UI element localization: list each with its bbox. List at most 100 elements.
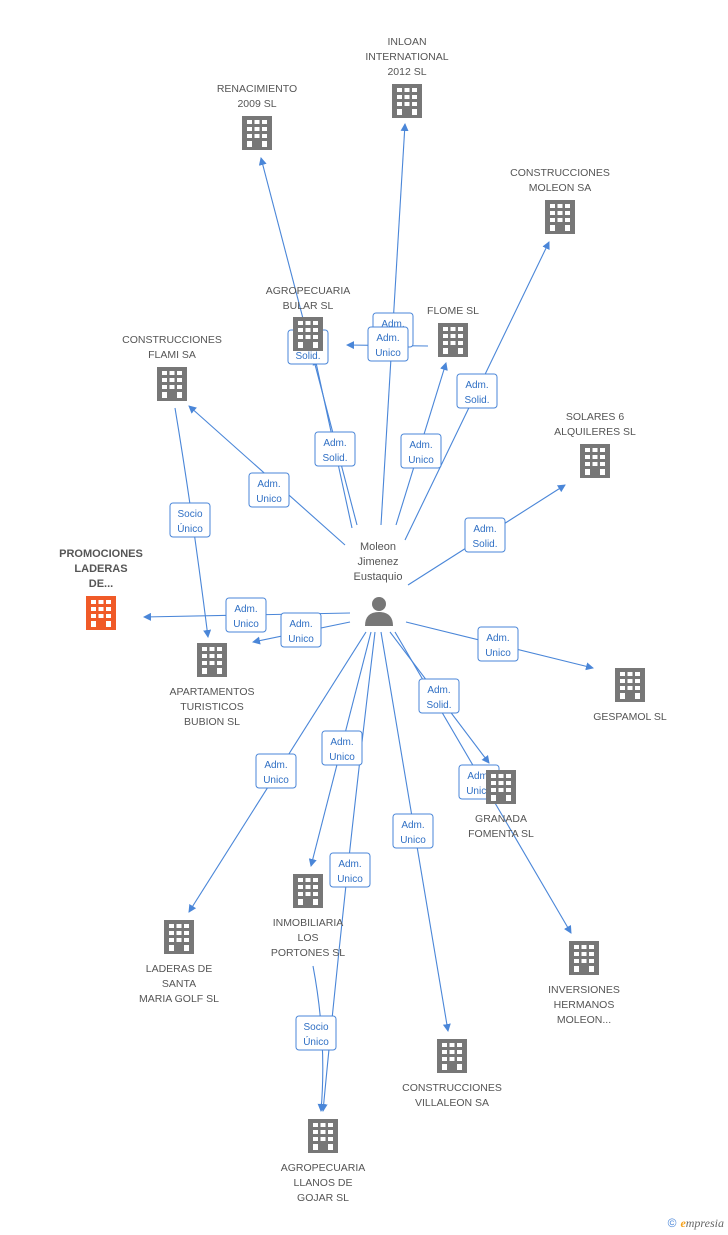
company-label: LLANOS DE — [294, 1177, 353, 1189]
company-label: 2009 SL — [237, 98, 276, 110]
building-icon — [242, 116, 272, 150]
relation-label-P-construcciones_moleon[interactable]: Adm.Solid. — [456, 373, 498, 409]
company-node-agropecuaria_bular[interactable]: AGROPECUARIA BULAR SL — [266, 285, 351, 351]
relation-label-text: Adm. — [401, 820, 424, 831]
company-label: ALQUILERES SL — [554, 426, 636, 438]
company-label: RENACIMIENTO — [217, 83, 297, 95]
relation-label-box — [418, 678, 460, 714]
relation-label-text: Unico — [375, 348, 401, 359]
relation-label-P-gespamol[interactable]: Adm.Unico — [477, 626, 519, 662]
company-label: GESPAMOL SL — [593, 711, 667, 723]
company-node-gespamol[interactable]: GESPAMOL SL — [593, 668, 667, 723]
company-label: CONSTRUCCIONES — [402, 1082, 502, 1094]
company-label: INVERSIONES — [548, 984, 620, 996]
company-node-inloan[interactable]: INLOAN INTERNATIONAL 2012 SL — [365, 36, 449, 118]
relation-label-P-granada_fomenta[interactable]: Adm.Solid. — [418, 678, 460, 714]
relation-label-box — [225, 597, 267, 633]
company-label: LOS — [297, 932, 318, 944]
relation-label-P-solares6[interactable]: Adm.Solid. — [464, 517, 506, 553]
company-label: MARIA GOLF SL — [139, 993, 219, 1005]
relation-label-P-promociones_laderas[interactable]: Adm.Unico — [225, 597, 267, 633]
company-label: 2012 SL — [387, 66, 426, 78]
relation-label-text: Socio — [303, 1022, 328, 1033]
relation-label-text: Adm. — [264, 760, 287, 771]
relation-label-box — [464, 517, 506, 553]
relation-label-text: Adm. — [338, 859, 361, 870]
company-label: AGROPECUARIA — [266, 285, 351, 297]
building-icon — [569, 941, 599, 975]
company-label: LADERAS — [74, 563, 127, 575]
company-label: PROMOCIONES — [59, 548, 143, 560]
company-node-inversiones_hermanos[interactable]: INVERSIONES HERMANOS MOLEON... — [548, 941, 620, 1026]
company-label: INTERNATIONAL — [365, 51, 448, 63]
relation-label-P-laderas_santa_maria[interactable]: Adm.Unico — [255, 753, 297, 789]
building-icon — [157, 367, 187, 401]
company-label: GRANADA — [475, 813, 527, 825]
person-icon — [365, 597, 393, 626]
company-label: AGROPECUARIA — [281, 1162, 366, 1174]
relation-label-text: Solid. — [295, 351, 320, 362]
relation-label-text: Unico — [329, 752, 355, 763]
company-node-construcciones_villaleon[interactable]: CONSTRUCCIONES VILLALEON SA — [402, 1039, 502, 1109]
relation-label-P-agropecuaria_llanos[interactable]: Adm. Unico — [329, 852, 371, 888]
company-label: INLOAN — [387, 36, 426, 48]
relation-label-text: Único — [177, 522, 203, 535]
footer-brand[interactable]: ©empresia — [668, 1216, 724, 1231]
relation-label-P-inmobiliaria_portones[interactable]: Adm.Unico — [321, 730, 363, 766]
building-icon — [438, 323, 468, 357]
company-node-granada_fomenta[interactable]: GRANADA FOMENTA SL — [468, 770, 534, 840]
relation-label-box — [169, 502, 211, 538]
relation-label-P-construcciones_flami[interactable]: Adm.Unico — [248, 472, 290, 508]
company-node-flome[interactable]: FLOME SL — [427, 305, 479, 357]
relation-label-text: Unico — [400, 835, 426, 846]
company-label: BUBION SL — [184, 716, 240, 728]
relation-label-text: Adm. — [323, 438, 346, 449]
relation-label-box — [400, 433, 442, 469]
company-label: MOLEON... — [557, 1014, 611, 1026]
company-label: MOLEON SA — [529, 182, 591, 194]
relation-label-text: Unico — [466, 786, 492, 797]
relation-label-flome-agropecuaria_bular[interactable]: Adm.Unico — [367, 326, 409, 362]
empresia-logo: empresia — [680, 1216, 724, 1230]
relation-label-box — [280, 612, 322, 648]
relation-label-P-flome[interactable]: Adm. Unico — [400, 433, 442, 469]
relation-label-P-renacimiento[interactable]: Adm. Solid. — [314, 431, 356, 467]
company-label: VILLALEON SA — [415, 1097, 489, 1109]
company-label: HERMANOS — [554, 999, 615, 1011]
company-label: PORTONES SL — [271, 947, 345, 959]
relation-label-text: Unico — [408, 455, 434, 466]
relation-label-P-construcciones_villaleon[interactable]: Adm. Unico — [392, 813, 434, 849]
relation-label-text: Solid. — [322, 453, 347, 464]
company-node-promociones_laderas[interactable]: PROMOCIONESLADERASDE... — [59, 548, 143, 630]
company-label: GOJAR SL — [297, 1192, 349, 1204]
building-icon — [392, 84, 422, 118]
relation-label-text: Unico — [337, 874, 363, 885]
relation-label-box — [477, 626, 519, 662]
relation-label-box — [367, 326, 409, 362]
building-icon — [86, 596, 116, 630]
relation-label-box — [255, 753, 297, 789]
relation-label-text: Adm. — [409, 440, 432, 451]
relation-label-box — [314, 431, 356, 467]
relation-label-text: Adm. — [234, 604, 257, 615]
building-icon — [293, 874, 323, 908]
company-label: BULAR SL — [283, 300, 334, 312]
relation-label-P-apartamentos[interactable]: Adm.Unico — [280, 612, 322, 648]
building-icon — [197, 643, 227, 677]
company-label: CONSTRUCCIONES — [122, 334, 222, 346]
building-icon — [293, 317, 323, 351]
company-node-renacimiento[interactable]: RENACIMIENTO 2009 SL — [217, 83, 297, 150]
company-node-agropecuaria_llanos[interactable]: AGROPECUARIA LLANOS DE GOJAR SL — [281, 1119, 366, 1204]
company-label: FLOME SL — [427, 305, 479, 317]
company-label: FOMENTA SL — [468, 828, 534, 840]
relation-labels-layer: Adm.Solid.Adm.Solid.Adm.Solid.Adm.Solid.… — [169, 312, 519, 1051]
